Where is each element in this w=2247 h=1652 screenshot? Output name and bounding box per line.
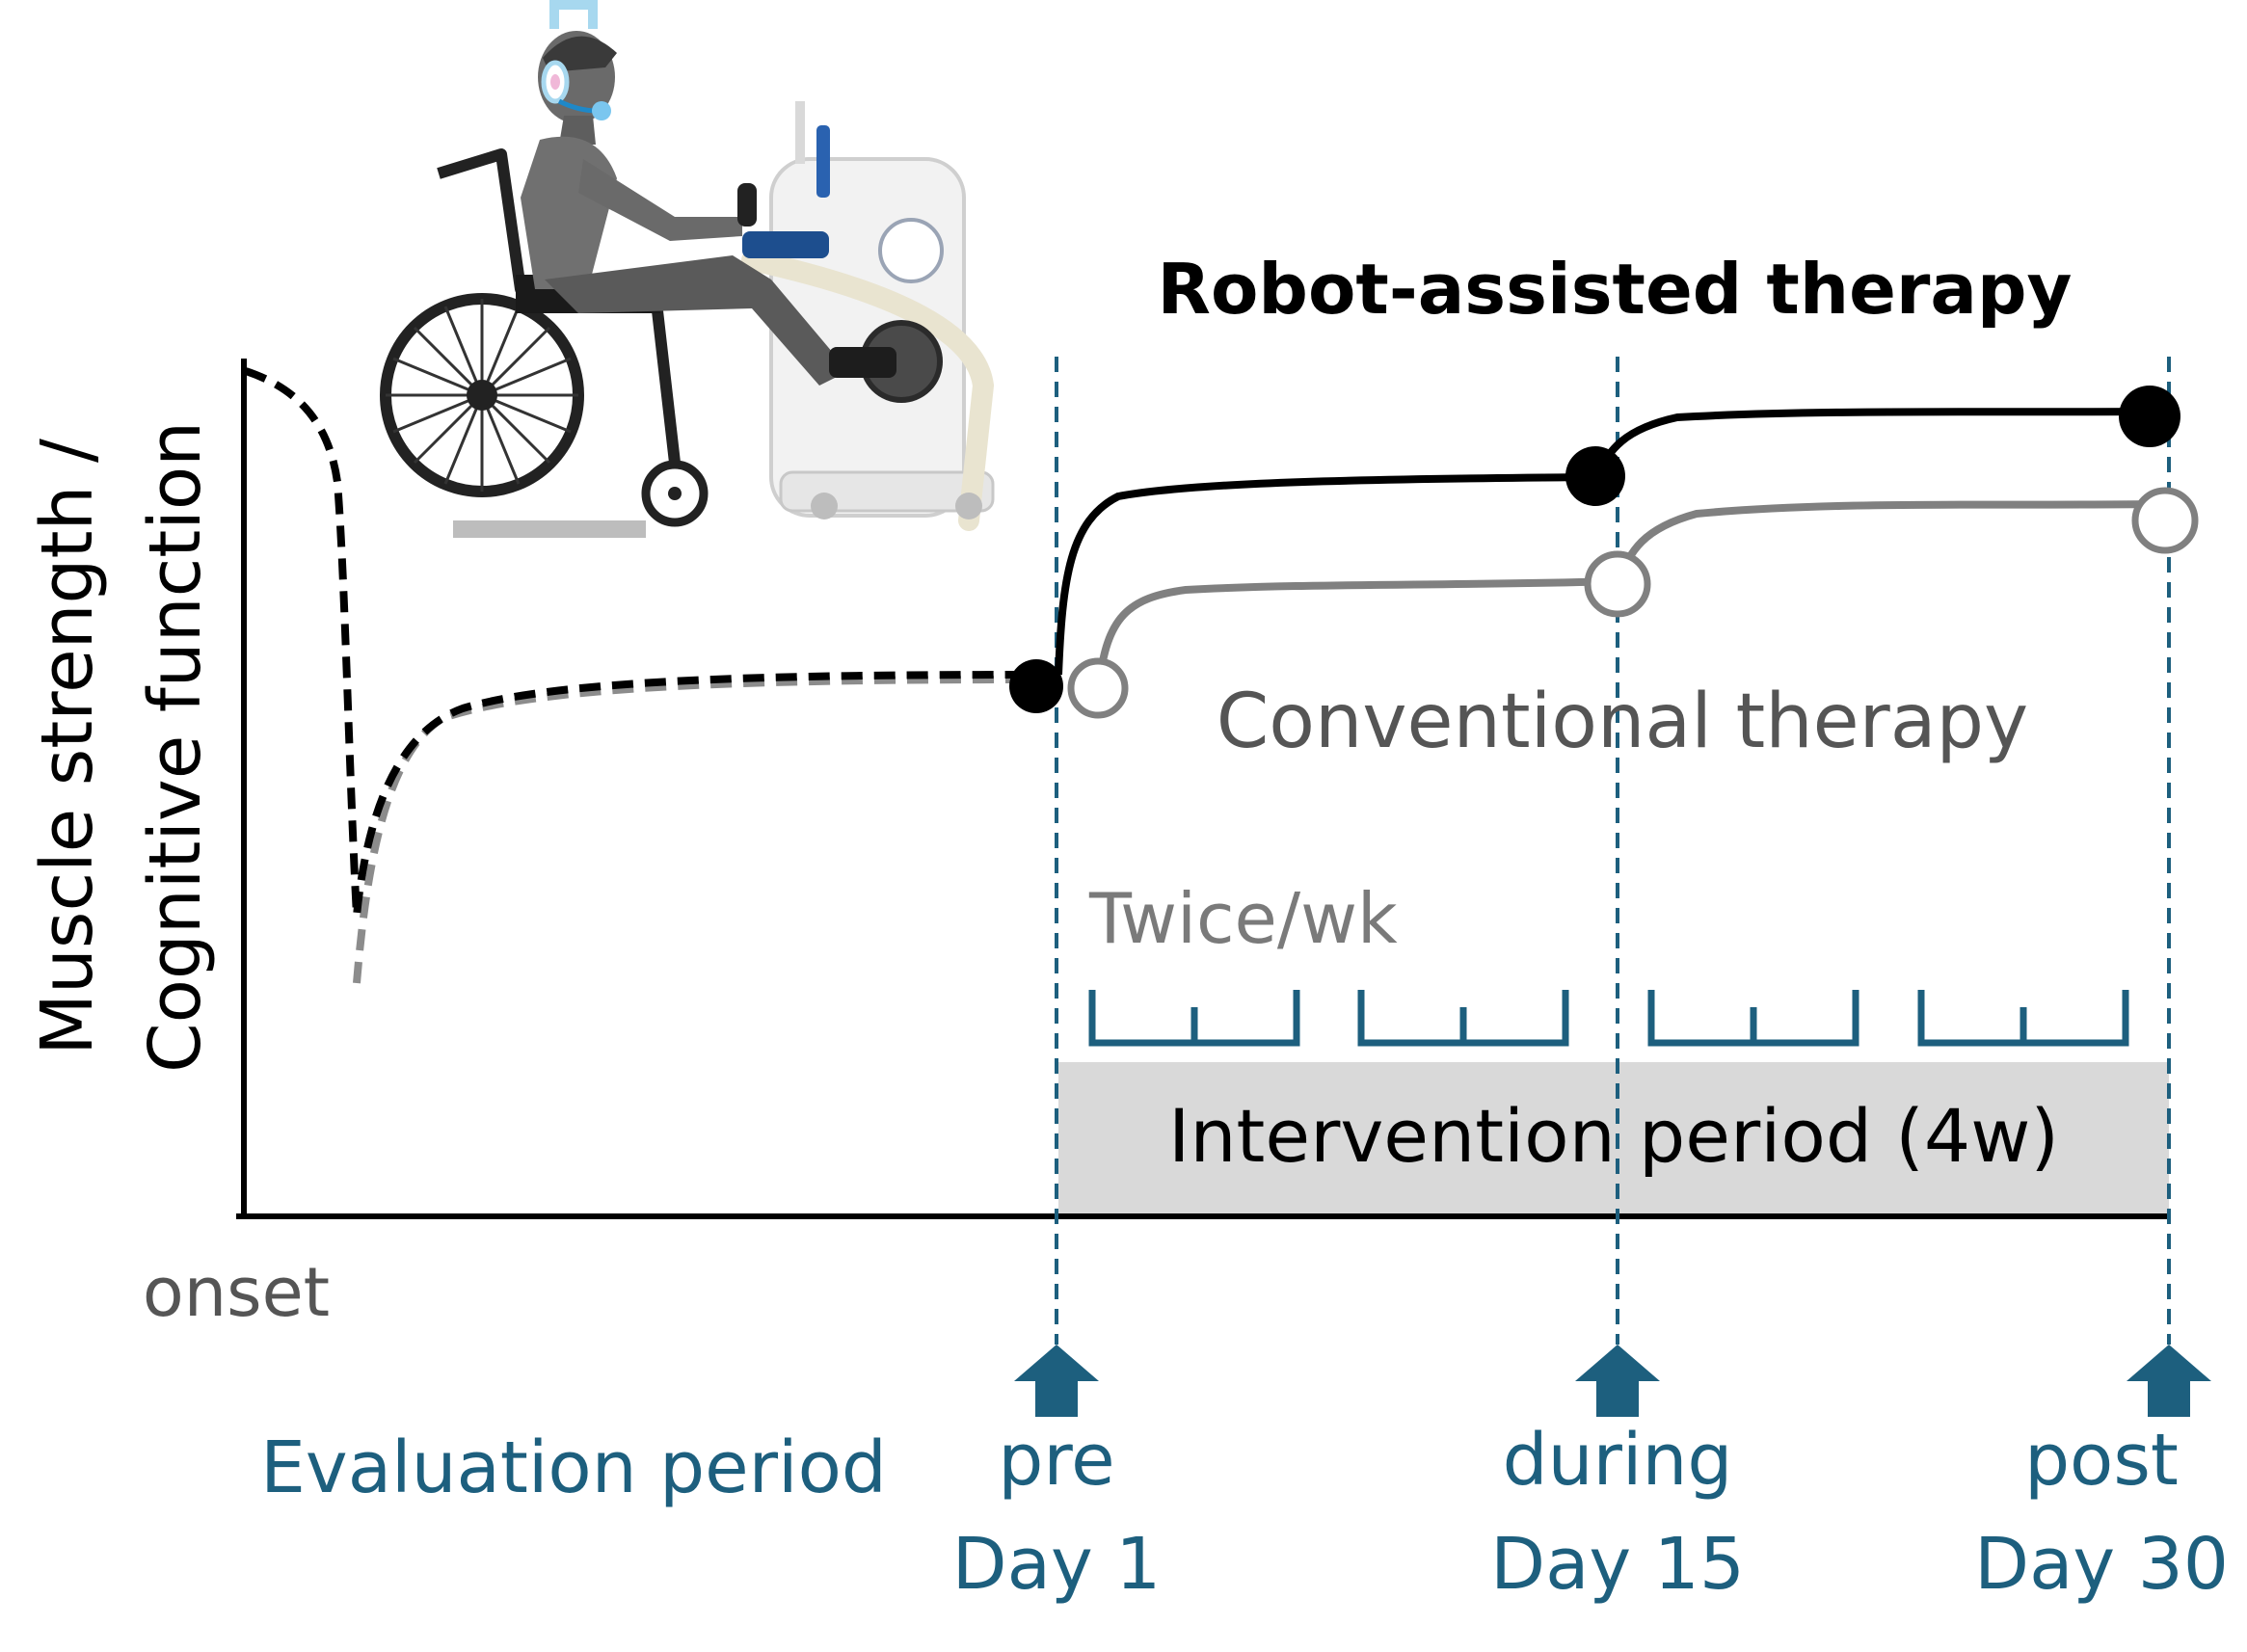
floor-shadow bbox=[453, 520, 646, 538]
during-label: during bbox=[1503, 1419, 1733, 1502]
timepoint-arrows bbox=[1014, 1345, 2211, 1417]
robot-marker-pre bbox=[1009, 659, 1063, 713]
conventional-therapy-label: Conventional therapy bbox=[1217, 679, 2028, 765]
wheelchair-robot-illustration bbox=[380, 0, 995, 538]
pre-day-label: Day 1 bbox=[952, 1523, 1162, 1606]
up-arrow-icon bbox=[1014, 1345, 1099, 1417]
onset-label: onset bbox=[143, 1253, 330, 1332]
robot-evaluation-curve bbox=[244, 367, 1032, 917]
evaluation-curves bbox=[244, 367, 1042, 984]
axes bbox=[236, 359, 2169, 1219]
during-day-label: Day 15 bbox=[1490, 1523, 1745, 1606]
week-2-bracket bbox=[1357, 990, 1569, 1047]
markers bbox=[1009, 386, 2199, 719]
robot-therapy-label: Robot-assisted therapy bbox=[1158, 249, 2073, 330]
timeline-labels: Evaluation period pre Day 1 during Day 1… bbox=[260, 1419, 2229, 1606]
y-axis-label-line-1: Muscle strength / bbox=[26, 439, 109, 1055]
week-1-bracket bbox=[1088, 990, 1300, 1047]
conventional-evaluation-curve bbox=[353, 676, 1042, 984]
conventional-marker-pre bbox=[1067, 657, 1129, 719]
y-axis-label-line-2: Cognitive function bbox=[134, 421, 217, 1073]
robot-marker-post bbox=[2119, 386, 2180, 447]
conventional-marker-post bbox=[2131, 487, 2199, 554]
up-arrow-icon bbox=[1575, 1345, 1660, 1417]
y-axis-label: Muscle strength / Cognitive function bbox=[26, 421, 217, 1073]
headset-icon bbox=[549, 0, 598, 29]
session-brackets bbox=[1088, 990, 2129, 1047]
post-day-label: Day 30 bbox=[1974, 1523, 2229, 1606]
intervention-period-box bbox=[1058, 1062, 2169, 1213]
intervention-period-label: Intervention period (4w) bbox=[1168, 1093, 2059, 1179]
week-3-bracket bbox=[1647, 990, 1859, 1047]
pre-label: pre bbox=[998, 1419, 1114, 1502]
post-label: post bbox=[2024, 1419, 2179, 1502]
robot-logo-icon bbox=[878, 218, 944, 283]
frequency-label: Twice/wk bbox=[1088, 878, 1398, 959]
patient-figure bbox=[521, 0, 896, 386]
robot-marker-during bbox=[1565, 446, 1625, 506]
evaluation-period-label: Evaluation period bbox=[260, 1426, 887, 1509]
up-arrow-icon bbox=[2127, 1345, 2211, 1417]
control-handle-icon bbox=[816, 125, 830, 198]
week-4-bracket bbox=[1917, 990, 2129, 1047]
conventional-marker-during bbox=[1584, 550, 1651, 618]
